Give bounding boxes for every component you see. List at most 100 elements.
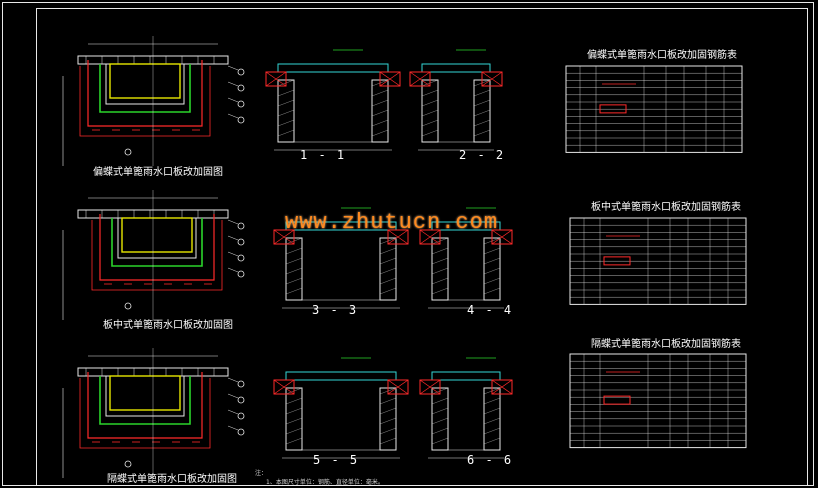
section-beam-x-6 [419, 379, 441, 395]
section-hatch-6 [483, 427, 501, 435]
section-beam-x-4 [491, 229, 513, 245]
section-beam-x-2 [481, 71, 503, 87]
rebar-shape-3 [603, 395, 631, 405]
section-hatch-4 [483, 277, 501, 285]
section-hatch-6 [431, 407, 449, 415]
section-hatch-1 [277, 99, 295, 107]
plan-leader-1 [227, 65, 239, 71]
notes-line-1: 1、本图尺寸单位：钢筋、直径单位：毫米。 [266, 479, 384, 486]
plan-callout-2 [237, 270, 245, 278]
section-hatch-2 [473, 99, 491, 107]
section-beam-x-3 [273, 229, 295, 245]
plan-rebar-green-3 [99, 376, 191, 425]
plan-leader-3 [227, 425, 239, 431]
section-beam-x-4 [419, 229, 441, 245]
section-beam-x-1 [265, 71, 287, 87]
section-hatch-3 [285, 267, 303, 275]
plan-leader-2 [227, 235, 239, 241]
section-beam-x-6 [491, 379, 513, 395]
section-hatch-3 [379, 287, 397, 295]
plan-title-3: 隔蝶式单篦雨水口板改加固图 [107, 474, 237, 485]
section-hatch-4 [431, 257, 449, 265]
section-hatch-3 [379, 277, 397, 285]
section-label-3-3: 3 - 3 [312, 303, 359, 317]
section-hatch-4 [483, 257, 501, 265]
plan-callout-2 [237, 254, 245, 262]
section-hatch-5 [379, 427, 397, 435]
plan-leader-2 [227, 251, 239, 257]
section-hatch-1 [371, 99, 389, 107]
section-hatch-2 [421, 119, 439, 127]
section-label-2-2: 2 - 2 [459, 148, 506, 162]
section-label-5-5: 5 - 5 [313, 453, 360, 467]
section-hatch-3 [285, 257, 303, 265]
section-hatch-6 [431, 437, 449, 445]
section-hatch-5 [285, 427, 303, 435]
section-hatch-2 [473, 129, 491, 137]
plan-callout-1 [237, 116, 245, 124]
section-hatch-2 [421, 89, 439, 97]
section-hatch-1 [277, 129, 295, 137]
plan-callout-1 [237, 68, 245, 76]
section-hatch-4 [483, 267, 501, 275]
section-hatch-6 [483, 407, 501, 415]
plan-rebar-green-2 [111, 218, 203, 267]
section-hatch-4 [431, 247, 449, 255]
section-hatch-6 [431, 427, 449, 435]
section-hatch-4 [483, 287, 501, 295]
plan-pit-yellow-2 [121, 217, 193, 253]
section-hatch-3 [285, 247, 303, 255]
plan-callout-bottom-3 [124, 460, 132, 468]
plan-leader-3 [227, 377, 239, 383]
plan-rebar-red-outer-2 [91, 220, 223, 291]
section-hatch-5 [379, 397, 397, 405]
plan-callout-3 [237, 428, 245, 436]
plan-title-2: 板中式单篦雨水口板改加固图 [103, 320, 233, 331]
plan-leader-2 [227, 267, 239, 273]
section-hatch-2 [421, 129, 439, 137]
section-slab-cyan-6 [431, 371, 501, 381]
section-beam-2 [481, 71, 503, 87]
plan-rebar-green-1 [99, 64, 191, 113]
section-beam-6 [491, 379, 513, 395]
watermark-text: www.zhutucn.com [285, 210, 499, 235]
section-beam-x-3 [387, 229, 409, 245]
plan-rebar-red-outer-1 [79, 66, 211, 137]
plan-callout-1 [237, 84, 245, 92]
section-beam-x-5 [387, 379, 409, 395]
plan-callout-3 [237, 412, 245, 420]
plan-callout-3 [237, 380, 245, 388]
section-hatch-4 [431, 277, 449, 285]
section-label-6-6: 6 - 6 [467, 453, 514, 467]
plan-rebar-red-2 [99, 214, 215, 281]
section-label-4-4: 4 - 4 [467, 303, 514, 317]
section-hatch-2 [473, 109, 491, 117]
section-hatch-5 [285, 397, 303, 405]
plan-rebar-red-outer-3 [79, 378, 211, 449]
plan-leader-3 [227, 409, 239, 415]
section-hatch-4 [483, 247, 501, 255]
section-slab-cyan-4 [431, 221, 501, 231]
section-hatch-2 [421, 99, 439, 107]
section-hatch-6 [483, 437, 501, 445]
table-title-3: 隔蝶式单篦雨水口板改加固钢筋表 [591, 339, 741, 350]
section-hatch-5 [285, 437, 303, 445]
section-hatch-1 [371, 89, 389, 97]
section-hatch-3 [379, 257, 397, 265]
section-label-1-1: 1 - 1 [300, 148, 347, 162]
section-hatch-3 [285, 287, 303, 295]
section-beam-3 [273, 229, 295, 245]
plan-leader-1 [227, 97, 239, 103]
section-hatch-3 [285, 277, 303, 285]
rebar-shape-2 [603, 256, 631, 266]
section-hatch-6 [483, 397, 501, 405]
table-title-1: 偏蝶式单篦雨水口板改加固钢筋表 [587, 50, 737, 61]
section-hatch-5 [379, 437, 397, 445]
rebar-shape-1 [599, 104, 627, 114]
table-title-2: 板中式单篦雨水口板改加固钢筋表 [591, 202, 741, 213]
plan-rebar-red-3 [87, 372, 203, 439]
section-hatch-1 [371, 129, 389, 137]
plan-leader-1 [227, 81, 239, 87]
section-hatch-4 [431, 267, 449, 275]
